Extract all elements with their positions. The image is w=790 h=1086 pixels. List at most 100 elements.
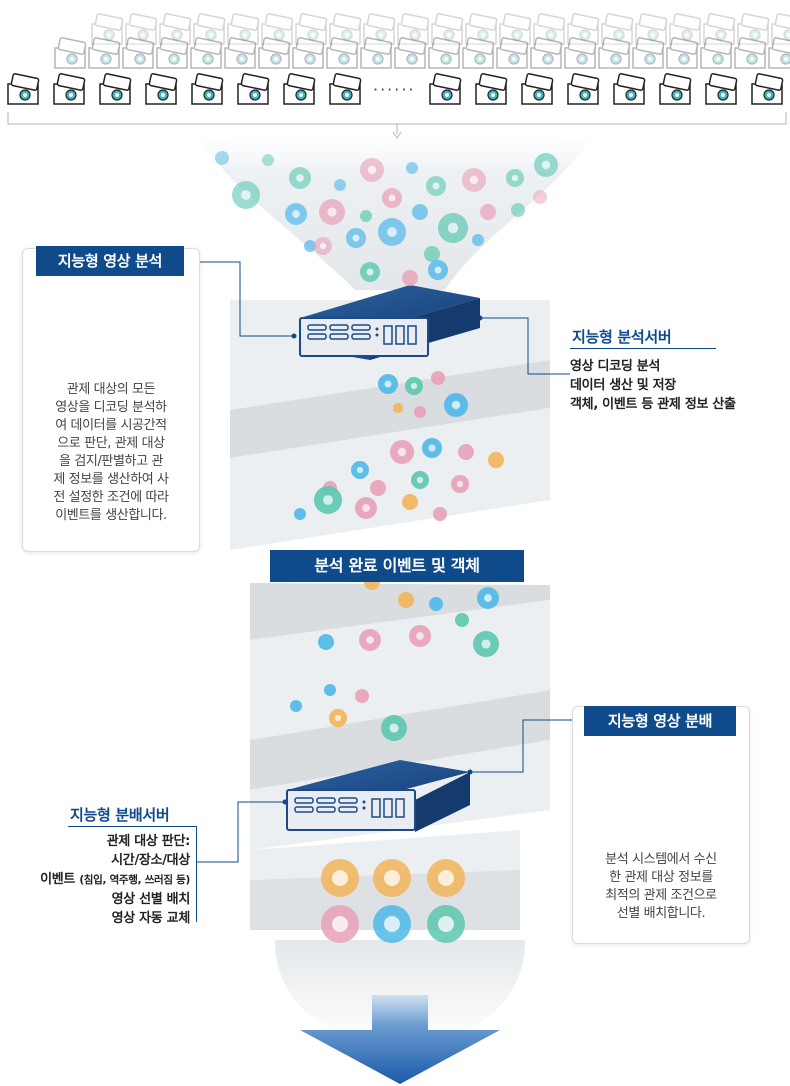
- analysis-server-feature: 영상 디코딩 분석: [570, 359, 661, 374]
- cctv-camera-icon: [283, 73, 316, 105]
- cctv-camera-icon: [462, 37, 495, 69]
- distribution-server-bar: [196, 826, 197, 922]
- event-bubble: [318, 634, 334, 650]
- cctv-camera-icon: [567, 73, 600, 105]
- center-label: 분석 완료 이벤트 및 객체: [270, 550, 524, 582]
- analysis-desc-line: 전 설정한 조건에 따라: [53, 490, 169, 505]
- event-main-text: 이벤트: [40, 872, 80, 887]
- distribution-server-feature: 관제 대상 판단:: [106, 834, 191, 849]
- event-bubble: [398, 592, 414, 608]
- cctv-camera-icon: [613, 73, 646, 105]
- distribution-server-feature-event: 이벤트 (침입, 역주행, 쓰러짐 등): [0, 870, 190, 890]
- event-bubble: [480, 204, 496, 220]
- cctv-camera-icon: [771, 13, 790, 45]
- megaphone-icon: [427, 859, 465, 897]
- event-examples-text: (침입, 역주행, 쓰러짐 등): [79, 874, 190, 886]
- analysis-desc-line: 으로 판단, 관제 대상: [57, 436, 165, 451]
- cctv-camera-icon: [659, 73, 692, 105]
- event-bubble: [433, 507, 447, 521]
- analysis-card-title: 지능형 영상 분석: [36, 246, 184, 276]
- cctv-camera-icon: [700, 37, 733, 69]
- cctv-camera-icon: [159, 13, 192, 45]
- distribution-card: 분석 시스템에서 수신 한 관제 대상 정보를 최적의 관제 조건으로 선별 배…: [572, 706, 750, 944]
- event-bubble: [355, 689, 369, 703]
- cctv-camera-icon: [533, 13, 566, 45]
- cctv-camera-icon: [428, 37, 461, 69]
- upper-funnel: [200, 133, 590, 290]
- event-bubble: [424, 246, 440, 262]
- cctv-camera-icon: [190, 37, 223, 69]
- cctv-camera-icon: [475, 73, 508, 105]
- cctv-camera-icon: [227, 13, 260, 45]
- event-bubble: [262, 154, 274, 166]
- distribution-server-feature: 시간/장소/대상: [111, 853, 190, 868]
- event-bubble: [294, 508, 306, 520]
- event-bubble: [458, 444, 474, 460]
- analysis-server-feature: 데이터 생산 및 저장: [570, 378, 676, 393]
- distribution-server-underline: [68, 826, 196, 827]
- cctv-camera-icon: [91, 13, 124, 45]
- cctv-camera-icon: [292, 37, 325, 69]
- event-bubble: [472, 234, 484, 246]
- cctv-camera-icon: [193, 13, 226, 45]
- analysis-server-icon: [299, 285, 480, 360]
- event-bubble: [360, 210, 372, 222]
- cctv-camera-icon: [88, 37, 121, 69]
- distribution-desc-line: 분석 시스템에서 수신: [605, 852, 717, 867]
- analysis-desc-line: 제 정보를 생산하여 사: [53, 472, 169, 487]
- cctv-camera-icon: [329, 73, 362, 105]
- analysis-card: 관제 대상의 모든 영상을 디코딩 분석하 여 데이터를 시공간적 으로 판단,…: [22, 248, 200, 552]
- analysis-desc-line: 이벤트를 생산합니다.: [55, 508, 167, 523]
- distribution-server-title: 지능형 분배서버: [70, 806, 170, 824]
- cctv-camera-icon: [191, 73, 224, 105]
- cctv-camera-icon: [54, 37, 87, 69]
- cctv-camera-icon: [363, 13, 396, 45]
- event-bubble: [370, 480, 386, 496]
- cctv-camera-icon: [145, 73, 178, 105]
- cctv-camera-icon: [465, 13, 498, 45]
- cctv-camera-icon: [669, 13, 702, 45]
- cctv-camera-icon: [431, 13, 464, 45]
- cctv-camera-icon: [496, 37, 529, 69]
- distribution-card-title: 지능형 영상 분배: [584, 706, 736, 736]
- cctv-camera-icon: [394, 37, 427, 69]
- distribution-desc-line: 선별 배치합니다.: [616, 906, 706, 921]
- event-bubble: [406, 162, 418, 174]
- event-bubble: [324, 684, 336, 696]
- cctv-camera-icon: [326, 37, 359, 69]
- cctv-camera-icon: [751, 73, 784, 105]
- analysis-desc-line: 을 검지/판별하고 관: [59, 454, 163, 469]
- distribution-desc-line: 한 관제 대상 정보를: [609, 870, 713, 885]
- event-bubble: [402, 494, 418, 510]
- cctv-camera-icon: [499, 13, 532, 45]
- distribution-desc-line: 최적의 관제 조건으로: [605, 888, 717, 903]
- event-bubble: [414, 406, 426, 418]
- down-arrow-icon: [300, 995, 500, 1084]
- cctv-camera-icon: [237, 73, 270, 105]
- distribution-server-features: 관제 대상 판단: 시간/장소/대상 이벤트 (침입, 역주행, 쓰러짐 등) …: [0, 832, 190, 928]
- cctv-camera-icon: [429, 73, 462, 105]
- crowd-icon: [427, 905, 465, 943]
- cctv-camera-icon: [666, 37, 699, 69]
- cctv-camera-icon: [768, 37, 790, 69]
- cctv-camera-icon: [53, 73, 86, 105]
- event-bubble: [402, 270, 418, 286]
- event-bubble: [488, 452, 504, 468]
- cctv-camera-icon: [635, 13, 668, 45]
- analysis-desc-line: 여 데이터를 시공간적: [55, 418, 167, 433]
- distribution-server-feature: 영상 선별 배치: [111, 892, 191, 907]
- event-bubble: [533, 190, 547, 204]
- cctv-camera-icon: [295, 13, 328, 45]
- analysis-server-feature: 객체, 이벤트 등 관제 정보 산출: [570, 397, 736, 412]
- cctv-camera-icon: [632, 37, 665, 69]
- cctv-camera-icon: [99, 73, 132, 105]
- cctv-camera-icon: [734, 37, 767, 69]
- distribution-server-feature: 영상 자동 교체: [111, 911, 191, 926]
- cctv-camera-icon: [360, 37, 393, 69]
- distribution-server-icon: [286, 760, 470, 832]
- cctv-camera-icon: [703, 13, 736, 45]
- distribution-card-description: 분석 시스템에서 수신 한 관제 대상 정보를 최적의 관제 조건으로 선별 배…: [573, 851, 749, 923]
- cctv-camera-icon: [601, 13, 634, 45]
- analysis-card-description: 관제 대상의 모든 영상을 디코딩 분석하 여 데이터를 시공간적 으로 판단,…: [23, 381, 199, 525]
- event-bubble: [393, 403, 403, 413]
